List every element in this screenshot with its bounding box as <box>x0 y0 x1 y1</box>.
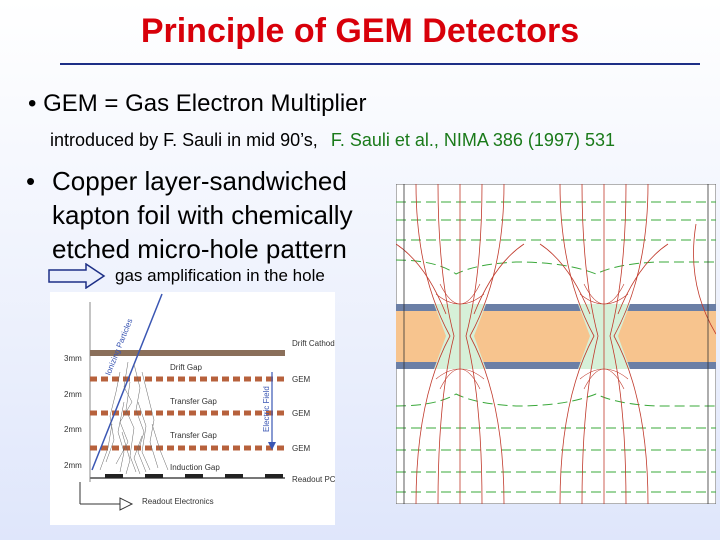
particle-track <box>91 293 163 471</box>
sub-reference: F. Sauli et al., NIMA 386 (1997) 531 <box>330 130 615 150</box>
bullet-gem: • GEM = Gas Electron Multiplier <box>28 90 367 117</box>
slide-title: Principle of GEM Detectors <box>140 12 580 50</box>
layer-label-readout-pcb: Readout PCB <box>292 475 335 484</box>
gap-size-drift: 3mm <box>64 354 82 363</box>
bullet-dot: • <box>26 166 36 196</box>
layer-label-gem-1: GEM <box>292 375 311 384</box>
layer-label-transfer-gap-2: Transfer Gap <box>170 431 217 440</box>
drift-cathode-plate <box>90 350 285 356</box>
readout-pads <box>105 474 283 478</box>
gap-size-induction: 2mm <box>64 461 82 470</box>
simulation-frame-ticks <box>403 184 709 504</box>
hole-field-mesh <box>435 283 629 390</box>
amplifier-icon <box>119 497 134 511</box>
gap-size-transfer-1: 2mm <box>64 390 82 399</box>
layer-label-drift-gap: Drift Gap <box>170 363 203 372</box>
layer-label-drift-cathode: Drift Cathode <box>292 339 335 348</box>
title-underline <box>60 63 700 65</box>
copper-layer-top <box>396 304 716 311</box>
equipotential-lines <box>396 201 716 493</box>
right-arrow-icon <box>48 263 106 289</box>
copper-layer-bottom <box>396 362 716 369</box>
triple-gem-schematic: Ionizing Particles Electric Field 3mm 2m… <box>50 292 335 525</box>
layer-label-gem-3: GEM <box>292 444 311 453</box>
sub-intro: introduced by F. Sauli in mid 90’s, <box>50 130 318 150</box>
electron-avalanche <box>99 361 169 475</box>
bullet-copper-text: Copper layer-sandwiched kapton foil with… <box>52 166 353 264</box>
field-label: Electric Field <box>262 386 271 432</box>
gap-size-transfer-2: 2mm <box>64 425 82 434</box>
readout-electronics-label: Readout Electronics <box>142 497 214 506</box>
gem-field-simulation <box>396 184 716 504</box>
layer-label-gem-2: GEM <box>292 409 311 418</box>
field-lines <box>396 184 716 504</box>
sub-bullet: introduced by F. Sauli in mid 90’s, F. S… <box>50 130 615 151</box>
arrow-caption: gas amplification in the hole <box>115 266 325 285</box>
layer-label-induction-gap: Induction Gap <box>170 463 220 472</box>
layer-label-transfer-gap-1: Transfer Gap <box>170 397 217 406</box>
